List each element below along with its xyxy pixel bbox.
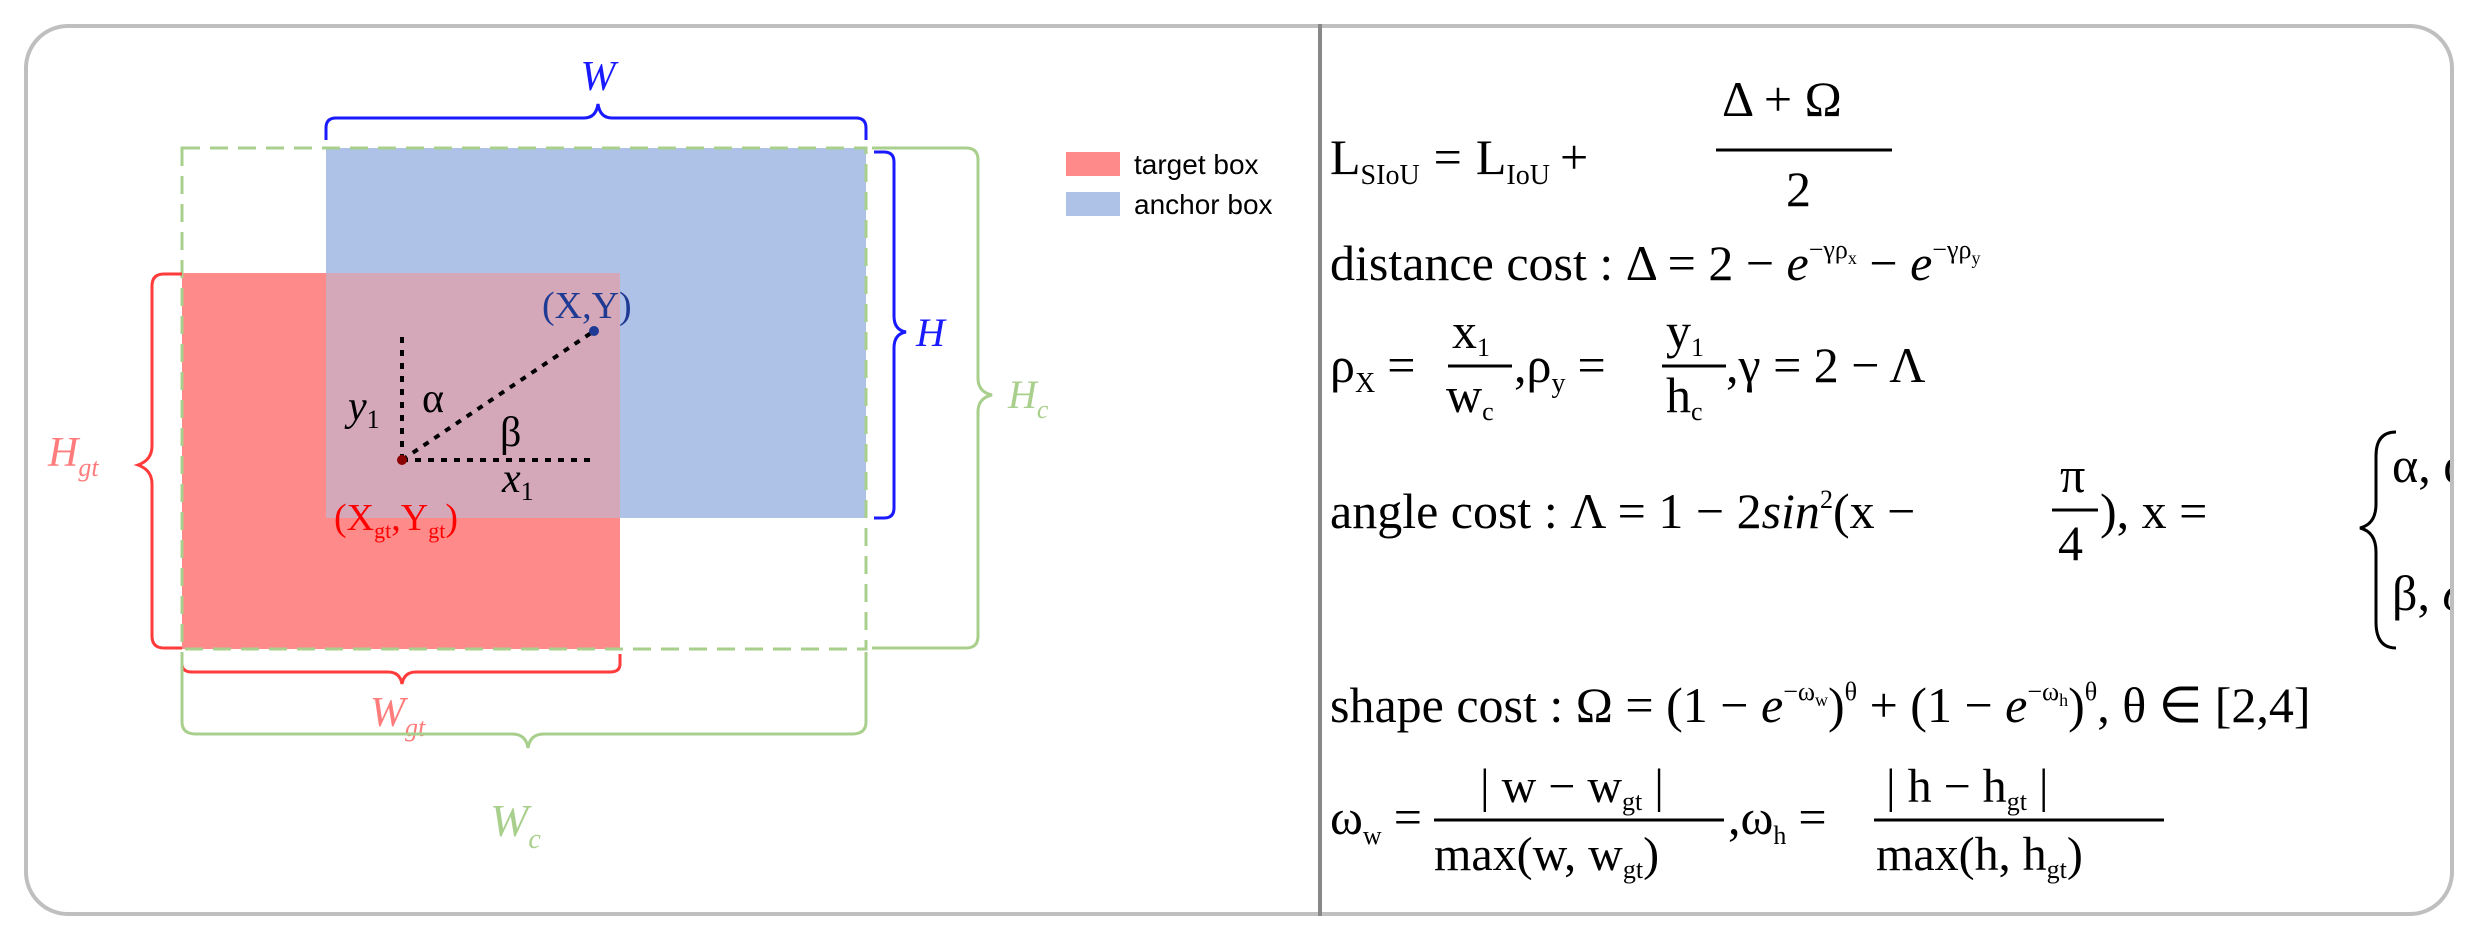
svg-text:ωw=: ωw= [1330, 789, 1422, 850]
svg-text:x1: x1 [1452, 303, 1490, 362]
legend: target box anchor box [1066, 149, 1273, 220]
wc-label: Wc [490, 795, 541, 855]
svg-text:ρX=: ρX= [1330, 337, 1415, 399]
formula-shape-cost: shape cost : Ω = (1 − e−ωw)θ + (1 − e−ωh… [1330, 677, 2311, 733]
gt-center-label: (Xgt,Ygt) [334, 497, 458, 543]
formula-distance-cost: distance cost : Δ = 2 − e−γρx − e−γρy [1330, 235, 1980, 291]
legend-label-target: target box [1134, 149, 1259, 180]
svg-text:π: π [2060, 447, 2085, 503]
formula-rho: ρX= x1 wc ,ρy= y1 hc ,γ = 2 − Λ [1330, 303, 1926, 426]
y1-label: y1 [344, 384, 380, 434]
gt-center-point [397, 455, 407, 465]
legend-label-anchor: anchor box [1134, 189, 1273, 220]
svg-text:hc: hc [1666, 367, 1703, 426]
w-label: W [581, 54, 620, 100]
svg-text:,ωh=: ,ωh= [1728, 789, 1827, 850]
hc-label: Hc [1007, 372, 1049, 424]
svg-text:Δ + Ω: Δ + Ω [1722, 71, 1842, 127]
siou-diagram: W H Hc Hgt Wgt Wc (X,Y) (Xgt,Ygt) y1 α β… [47, 54, 1273, 855]
hc-brace [872, 146, 993, 650]
svg-text:α, α ≤: α, α ≤ [2392, 437, 2450, 493]
svg-text:max(w, wgt): max(w, wgt) [1434, 828, 1659, 884]
legend-swatch-target [1066, 152, 1120, 176]
svg-text:distance cost : Δ = 2 − e−γρx: distance cost : Δ = 2 − e−γρx − e−γρy [1330, 235, 1980, 291]
svg-text:,ρy=: ,ρy= [1514, 337, 1606, 399]
anchor-center-label: (X,Y) [542, 285, 632, 327]
svg-text:y1: y1 [1666, 303, 1704, 362]
diagram-frame [24, 24, 2454, 916]
wgt-label: Wgt [370, 690, 426, 742]
overlap-region [326, 273, 620, 518]
svg-text:| w − wgt |: | w − wgt | [1480, 760, 1664, 816]
formula-siou: LSIoU=LIoU+ Δ + Ω 2 [1330, 71, 1892, 217]
formula-panel: LSIoU=LIoU+ Δ + Ω 2 distance cost : Δ = … [1330, 62, 2482, 912]
svg-text:4: 4 [2058, 515, 2083, 571]
svg-text:LSIoU=LIoU+: LSIoU=LIoU+ [1330, 129, 1588, 191]
svg-text:2: 2 [1786, 161, 1811, 217]
svg-text:max(h, hgt): max(h, hgt) [1876, 828, 2083, 884]
wc-brace [180, 652, 868, 749]
formula-omega: ωw= | w − wgt | max(w, wgt) ,ωh= | h − h… [1330, 760, 2164, 884]
svg-text:β, others: β, others [2392, 565, 2450, 621]
w-brace [324, 103, 868, 140]
h-label: H [915, 310, 947, 355]
svg-text:,γ = 2 − Λ: ,γ = 2 − Λ [1726, 337, 1926, 393]
svg-text:shape cost : Ω = (1 − e−ωw)θ +: shape cost : Ω = (1 − e−ωw)θ + (1 − e−ωh… [1330, 677, 2311, 733]
wgt-brace [180, 654, 622, 685]
hgt-label: Hgt [47, 430, 99, 482]
svg-text:), x =: ), x = [2100, 483, 2207, 539]
anchor-center-point [589, 326, 599, 336]
legend-swatch-anchor [1066, 192, 1120, 216]
panel-divider [1318, 24, 1322, 916]
svg-text:angle cost : Λ = 1 − 2sin2(x −: angle cost : Λ = 1 − 2sin2(x − [1330, 483, 1915, 539]
h-brace [874, 150, 907, 520]
x1-label: x1 [501, 456, 534, 506]
hgt-brace [133, 272, 182, 650]
beta-label: β [500, 410, 521, 456]
svg-text:wc: wc [1446, 367, 1494, 426]
enclosing-box [180, 146, 868, 651]
alpha-label: α [422, 376, 444, 422]
formula-angle-cost: angle cost : Λ = 1 − 2sin2(x − π 4 ), x … [1330, 430, 2482, 650]
svg-text:| h − hgt |: | h − hgt | [1886, 760, 2049, 816]
